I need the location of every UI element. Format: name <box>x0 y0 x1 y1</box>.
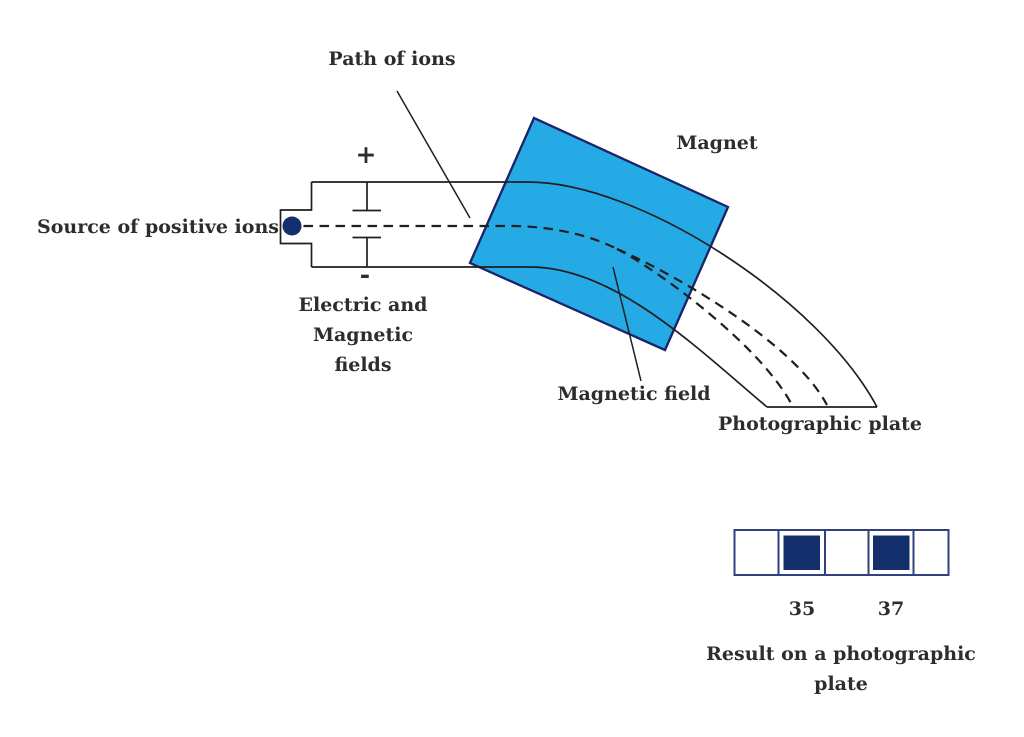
ion-path-mass-37 <box>616 247 828 406</box>
fields-label-line1: Electric and <box>298 294 428 316</box>
fields-label-line3: fields <box>334 354 392 376</box>
magnetic-field-label: Magnetic field <box>557 383 711 405</box>
path-of-ions-leader-line <box>396 90 471 219</box>
ion-beam-main-path <box>303 224 618 250</box>
ion-path-group <box>303 224 828 406</box>
result-strip-dividers <box>777 530 915 575</box>
ion-source-dot <box>282 216 302 236</box>
exposure-square-35 <box>783 535 820 570</box>
result-strip <box>733 529 950 576</box>
electric-magnetic-fields-label: Electric and Magnetic fields <box>299 290 428 380</box>
ion-path-mass-35 <box>616 248 793 406</box>
channel-bottom-boundary <box>311 266 768 408</box>
magnet-border <box>468 116 730 352</box>
minus-sign: - <box>359 260 371 289</box>
plus-sign: + <box>355 140 377 169</box>
source-housing-outline <box>279 182 313 267</box>
photographic-plate-label: Photographic plate <box>717 413 923 435</box>
mass-label-37: 37 <box>877 598 905 620</box>
mass-label-35: 35 <box>788 598 816 620</box>
magnet-label: Magnet <box>676 132 758 154</box>
fields-label-line2: Magnetic <box>312 324 414 346</box>
source-label: Source of positive ions <box>37 216 279 238</box>
channel-top-boundary <box>311 181 878 408</box>
result-strip-frame <box>733 529 950 576</box>
magnetic-field-leader-line <box>612 266 642 382</box>
result-caption-line2: plate <box>814 673 868 695</box>
path-of-ions-label: Path of ions <box>328 48 456 70</box>
result-caption-line1: Result on a photographic <box>706 643 976 665</box>
exposure-square-37 <box>873 535 910 570</box>
result-caption: Result on a photographic plate <box>706 639 976 699</box>
solid-lines-group <box>279 90 878 408</box>
